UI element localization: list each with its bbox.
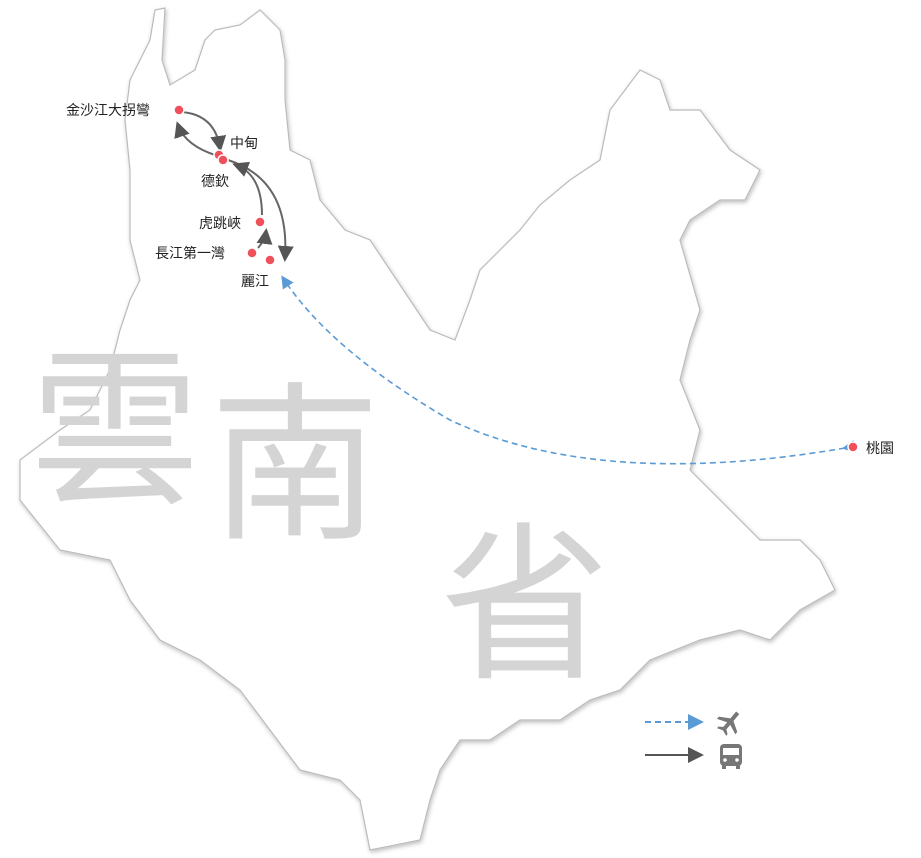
label-zhongdian: 中甸 — [230, 136, 258, 152]
label-jinsha: 金沙江大拐彎 — [66, 103, 150, 119]
watermark-char-2: 南 — [210, 368, 380, 566]
bus-routes — [174, 111, 294, 262]
markers — [173, 104, 859, 453]
flight-route — [281, 275, 856, 465]
marker-taoyuan[interactable] — [847, 441, 859, 453]
marker-lijiang[interactable] — [264, 254, 276, 266]
label-hutiaoxia: 虎跳峽 — [199, 216, 241, 232]
label-changjiang: 長江第一灣 — [155, 245, 225, 262]
bus-route — [256, 228, 273, 249]
label-taoyuan: 桃園 — [866, 441, 894, 457]
watermark-char-3: 省 — [440, 508, 610, 706]
watermark-char-1: 雲 — [30, 333, 200, 531]
bus-route — [174, 121, 216, 156]
legend — [645, 711, 742, 769]
bus-route — [232, 161, 263, 216]
bus-icon — [720, 744, 742, 769]
bus-route — [181, 111, 227, 152]
marker-jinsha[interactable] — [173, 104, 185, 116]
marker-deqin[interactable] — [217, 154, 229, 166]
label-lijiang: 麗江 — [241, 274, 269, 290]
label-deqin: 德欽 — [201, 174, 229, 190]
airplane-icon — [716, 711, 740, 736]
marker-hutiaoxia[interactable] — [254, 216, 266, 228]
marker-changjiang[interactable] — [246, 247, 258, 259]
